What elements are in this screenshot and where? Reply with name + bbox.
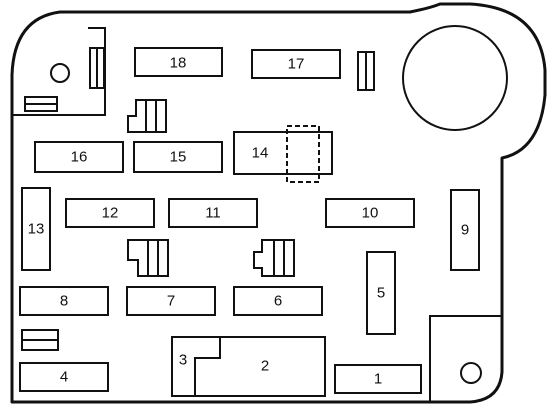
- fuse-1: 1: [334, 364, 422, 394]
- corner-block-bottom-right: [429, 315, 502, 402]
- fuse-10: 10: [325, 198, 415, 228]
- fuse-11: 11: [168, 198, 258, 228]
- fuse-2-label: 2: [261, 358, 269, 375]
- fuse-17: 17: [251, 49, 341, 79]
- fuse-5-label: 5: [377, 285, 385, 302]
- fuse-16: 16: [34, 141, 124, 173]
- fuse-4: 4: [19, 362, 109, 392]
- panel-outline: [10, 2, 547, 404]
- fuse-16-label: 16: [71, 149, 88, 166]
- fuse-15: 15: [133, 141, 223, 173]
- fuse-9: 9: [450, 189, 480, 271]
- fuse-8: 8: [19, 286, 109, 316]
- fuse-13-label: 13: [28, 221, 45, 238]
- fuse-14: 14: [233, 125, 333, 183]
- fuse-7: 7: [126, 286, 216, 316]
- fuse-6-label: 6: [274, 293, 282, 310]
- fuse-17-label: 17: [288, 56, 305, 73]
- blade-connector-a: [89, 47, 105, 89]
- fuse-10-label: 10: [362, 205, 379, 222]
- blade-connector-b: [357, 51, 375, 91]
- fuse-7-label: 7: [167, 293, 175, 310]
- blade-connector-f: [21, 329, 59, 351]
- fuse-12: 12: [65, 198, 155, 228]
- fuse-11-label: 11: [205, 205, 221, 222]
- blade-connector-e: [253, 239, 295, 277]
- mounting-hole-top-left: [50, 63, 70, 83]
- fuse-3-label: 3: [179, 352, 187, 369]
- fuse-5: 5: [366, 251, 396, 335]
- fuse-12-label: 12: [102, 205, 119, 222]
- blade-connector-d: [127, 239, 169, 277]
- fuse-15-label: 15: [170, 149, 187, 166]
- fuse-13: 13: [21, 187, 51, 271]
- fuse-14-label: 14: [252, 145, 269, 162]
- fuse-block-2-3: 3 2: [171, 336, 326, 397]
- round-relay: [402, 25, 508, 131]
- fuse-18-label: 18: [170, 55, 187, 72]
- fuse-9-label: 9: [461, 222, 469, 239]
- relay-dashed-outline: [286, 125, 320, 183]
- fuse-1-label: 1: [374, 371, 382, 388]
- fuse-4-label: 4: [60, 369, 68, 386]
- blade-connector-c: [127, 99, 167, 133]
- fuse-8-label: 8: [60, 293, 68, 310]
- mounting-hole-bottom-right: [460, 362, 482, 384]
- fuse-18: 18: [134, 47, 223, 77]
- fuse-6: 6: [233, 286, 323, 316]
